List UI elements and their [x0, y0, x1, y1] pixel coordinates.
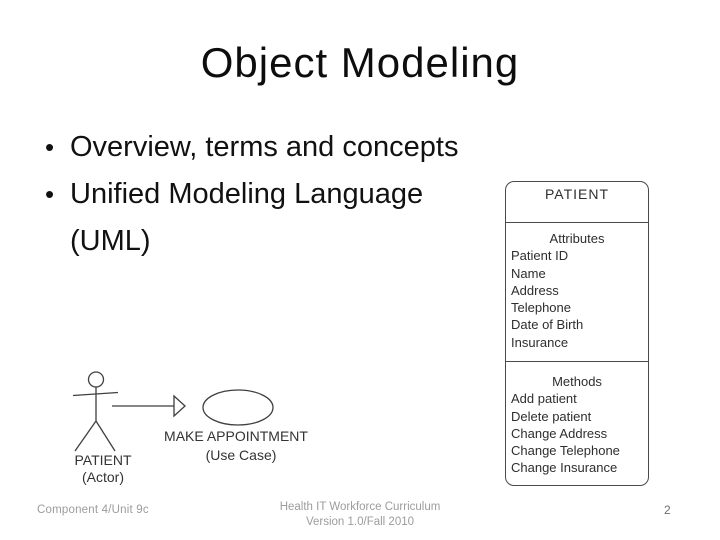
attribute-item: Date of Birth [511, 317, 584, 333]
method-item: Add patient [511, 391, 577, 407]
attribute-item: Address [511, 282, 559, 298]
bullet-icon: • [45, 179, 55, 209]
bullet-item-uml: • Unified Modeling Language (UML) [45, 171, 469, 265]
class-diagram-title: PATIENT [506, 182, 648, 223]
bullet-icon: • [45, 132, 55, 162]
method-item: Change Insurance [511, 460, 618, 476]
actor-arms-line [72, 391, 119, 397]
bullet-text: Unified Modeling Language (UML) [70, 178, 424, 257]
use-case-ellipse [202, 389, 274, 426]
association-arrow [112, 394, 186, 418]
footer-curriculum-line2: Version 1.0/Fall 2010 [305, 515, 415, 528]
use-case-label: MAKE APPOINTMENT [164, 428, 308, 444]
attribute-item: Patient ID [511, 248, 569, 264]
method-item: Delete patient [511, 408, 592, 424]
use-case-diagram: PATIENT (Actor) MAKE APPOINTMENT (Use Ca… [72, 371, 308, 485]
attribute-item: Insurance [511, 334, 569, 350]
actor-left-leg-line [74, 420, 97, 452]
actor-figure [72, 371, 119, 452]
attributes-heading: Attributes [549, 231, 605, 246]
class-diagram-attributes-section: Attributes Patient ID Name Address Telep… [506, 223, 648, 362]
attribute-item: Name [511, 265, 546, 281]
class-diagram-methods-section: Methods Add patient Delete patient Chang… [506, 362, 648, 477]
attribute-item: Telephone [511, 300, 571, 316]
actor-right-leg-line [95, 420, 116, 452]
bullet-text: Overview, terms and concepts [70, 131, 459, 163]
actor-label: PATIENT [74, 452, 131, 468]
slide-title: Object Modeling [200, 39, 520, 86]
footer-component-label: Component 4/Unit 9c [37, 504, 149, 516]
actor-head-icon [87, 371, 105, 388]
methods-heading: Methods [552, 374, 602, 389]
footer-curriculum-line1: Health IT Workforce Curriculum [279, 501, 441, 513]
bullet-item-overview: • Overview, terms and concepts [45, 124, 469, 171]
class-diagram: PATIENT Attributes Patient ID Name Addre… [505, 181, 649, 486]
method-item: Change Telephone [511, 443, 620, 459]
footer-curriculum-label: Health IT Workforce Curriculum Version 1… [0, 500, 720, 529]
arrow-head-icon [173, 394, 186, 418]
bullet-list: • Overview, terms and concepts • Unified… [45, 124, 469, 265]
slide-page-number: 2 [664, 503, 671, 517]
actor-sublabel: (Actor) [82, 469, 124, 485]
method-item: Change Address [511, 425, 608, 441]
use-case-sublabel: (Use Case) [206, 447, 277, 463]
